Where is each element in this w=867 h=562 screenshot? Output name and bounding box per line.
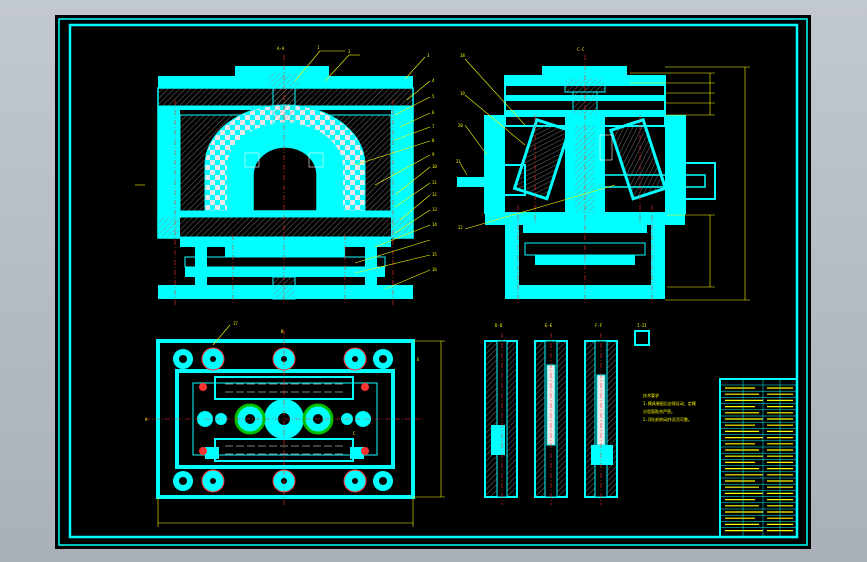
- cad-drawing: 1 2 3 4 5 6 7 8 9 10 11 12 13 14 15 16 A…: [58, 18, 808, 546]
- technical-notes: 技术要求 1.模具装配后应保证动、定模 分型面贴合严密。 2.顶出机构动作灵活可…: [643, 392, 696, 422]
- plan-view: [145, 330, 425, 505]
- leader-number: 18: [460, 53, 465, 58]
- notes-line: 分型面贴合严密。: [643, 408, 675, 414]
- detail-label: F-F: [595, 323, 603, 328]
- plan-label-e: E: [417, 357, 420, 362]
- leader-number: 3: [427, 53, 430, 58]
- leader-number: 16: [432, 267, 437, 272]
- plan-label-a: A: [145, 417, 148, 422]
- detail-label: I-II: [637, 323, 647, 328]
- inner-border: [68, 23, 799, 539]
- leader-number: 6: [432, 110, 435, 115]
- leader-number: 4: [432, 78, 435, 83]
- leader-number: 7: [432, 124, 435, 129]
- leader-number: 19: [460, 91, 465, 96]
- aa-leader-numbers: 1 2 3 4 5 6 7 8 9 10 11 12 13 14 15 16 A…: [277, 45, 437, 272]
- leader-number: 22: [458, 225, 463, 230]
- cc-leaders: 18 19 20 21 22 C-C: [456, 47, 616, 230]
- leader-number: 21: [456, 159, 461, 164]
- section-label: C-C: [577, 47, 585, 52]
- leader-number: 11: [432, 180, 437, 185]
- leader-number: 2: [348, 49, 351, 54]
- notes-line: 2.顶出机构动作灵活可靠。: [643, 416, 692, 422]
- detail-views: D-D E-E F-F I-II: [484, 323, 650, 505]
- leader-number: 13: [432, 207, 437, 212]
- plan-label-b: B: [281, 329, 284, 334]
- leader-number: 1: [317, 45, 320, 50]
- leader-number: 8: [432, 138, 435, 143]
- section-label: A-A: [277, 46, 285, 51]
- leader-number: 12: [432, 192, 437, 197]
- cc-dimensions: [630, 66, 750, 301]
- detail-label: E-E: [545, 323, 553, 328]
- aa-leader-lines: [135, 50, 431, 290]
- leader-number: 15: [432, 252, 437, 257]
- plan-label-c: C: [353, 431, 356, 436]
- leader-number: 5: [432, 94, 435, 99]
- section-cc-view: [457, 55, 716, 305]
- leader-number: 9: [432, 152, 435, 157]
- notes-line: 1.模具装配后应保证动、定模: [643, 400, 696, 406]
- notes-line: 技术要求: [643, 392, 659, 398]
- detail-label: D-D: [495, 323, 503, 328]
- leader-number: 14: [432, 222, 437, 227]
- leader-number: 10: [432, 164, 437, 169]
- outer-border: [58, 18, 808, 546]
- cad-drawing-viewport[interactable]: 1 2 3 4 5 6 7 8 9 10 11 12 13 14 15 16 A…: [55, 15, 811, 549]
- plan-dimensions: 17 A C E B: [145, 321, 445, 527]
- title-block: [719, 378, 798, 538]
- leader-number: 20: [458, 123, 463, 128]
- section-aa-view: [157, 55, 414, 305]
- plan-label-17: 17: [233, 321, 238, 326]
